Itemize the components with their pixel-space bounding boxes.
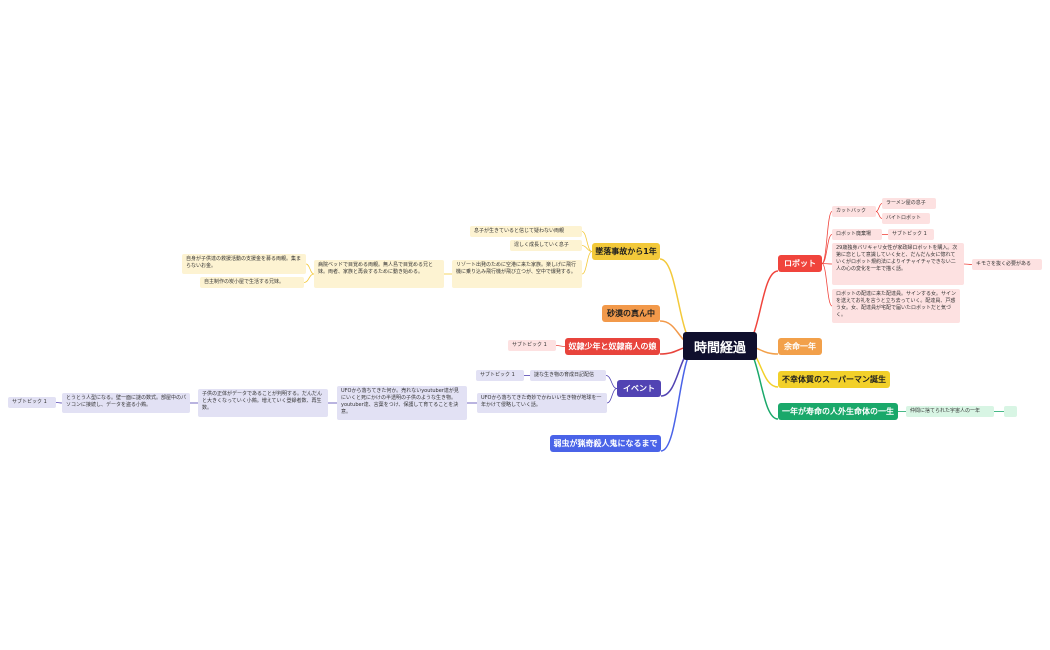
topic-tsuiraku[interactable]: 墜落事故から1年: [592, 243, 660, 260]
link-byoin-ryoshin: [305, 263, 315, 275]
tsuiraku-seicho[interactable]: 逞しく成長していく息子: [510, 240, 582, 251]
link-yowamushi: [660, 345, 698, 452]
link-event-nazo: [605, 375, 618, 389]
link-tsuiraku-seicho: [581, 245, 593, 252]
topic-dorei[interactable]: 奴隷少年と奴隷商人の娘: [565, 338, 660, 355]
link-robot-shukyo: [821, 234, 833, 264]
jumyo-uchujin[interactable]: 仲間に捨てられた宇宙人の一年: [906, 406, 994, 417]
event-ufo-sub[interactable]: サブトピック 1: [8, 397, 56, 408]
event-ufo-hitogata[interactable]: とうとう人型になる。壁一面に謎の数式。部屋中のパソコンに接続し、データを盗る小鶏…: [62, 393, 190, 413]
link-hitogata-sub: [55, 402, 63, 404]
link-cutback-baito: [875, 211, 883, 219]
event-nazo-sub[interactable]: サブトピック 1: [476, 370, 524, 381]
topic-yomei[interactable]: 余命一年: [778, 338, 822, 355]
link-wife-note: [963, 263, 973, 265]
root-node[interactable]: 時間経過: [683, 332, 757, 360]
tsuiraku-byoin[interactable]: 病院ベッドで目覚める両親。無人島で目覚める兄と妹。両者、家族と再会するために動き…: [314, 260, 444, 288]
topic-yowamushi[interactable]: 弱虫が猟奇殺人鬼になるまで: [550, 435, 661, 452]
event-ufo[interactable]: UFOから落ちてきた奇妙でかわいい生き物が地球を一年かけて侵略していく話。: [477, 393, 607, 413]
topic-superman[interactable]: 不幸体質のスーパーマン誕生: [778, 371, 890, 388]
robot-cutback-ramen[interactable]: ラーメン屋の息子: [882, 198, 936, 209]
topic-jumyo[interactable]: 一年が寿命の人外生命体の一生: [778, 403, 898, 420]
topic-event[interactable]: イベント: [617, 380, 661, 397]
tsuiraku-kyodai[interactable]: 自主制作の炭小屋で生活する兄妹。: [200, 277, 304, 288]
tsuiraku-ryoshin[interactable]: 自身が子供達の救援活動の支援金を募る両親。集まらないお金。: [182, 254, 306, 274]
robot-haitatsu-story[interactable]: ロボットの配達に来た配達員。サインする女。サインを送えてお礼を言うと立ち去ってい…: [832, 289, 960, 323]
link-robot-cutback: [821, 211, 833, 264]
robot-wife-note[interactable]: キモさを抜く必要がある: [972, 259, 1042, 270]
topic-sabaku[interactable]: 砂漠の真ん中: [602, 305, 660, 322]
link-tsuiraku-musuko: [581, 231, 593, 252]
link-byoin-kyodai: [303, 273, 315, 283]
jumyo-empty-leaf[interactable]: [1004, 406, 1017, 417]
robot-shukyo[interactable]: ロボット廃棄場: [832, 229, 882, 240]
robot-shukyo-sub[interactable]: サブトピック 1: [888, 229, 934, 240]
link-tsuiraku-resort: [581, 251, 593, 275]
event-nazo[interactable]: 謎な生き物の育成日記配信: [530, 370, 606, 381]
link-dorei-sub: [555, 345, 566, 347]
robot-cutback-baito[interactable]: バイトロボット: [882, 213, 930, 224]
robot-wife-story[interactable]: 29歳独身バリキャリ女性が家政婦ロボットを購入。次第に恋として意識していく女と、…: [832, 243, 964, 285]
link-event-ufo: [606, 388, 618, 404]
dorei-sub[interactable]: サブトピック 1: [508, 340, 556, 351]
event-ufo-youtuber[interactable]: UFOから落ちてきた何か。売れないyoutuber達が見にいくと死にかけの半透明…: [337, 386, 467, 420]
topic-robot[interactable]: ロボット: [778, 255, 822, 272]
link-robot-haitatsu: [821, 263, 833, 307]
tsuiraku-resort[interactable]: リゾート出発のために空港に来た家族。楽しげに飛行機に乗り込み飛行機が飛び立つが、…: [452, 260, 582, 288]
tsuiraku-musuko[interactable]: 息子が生きていると信じて疑わない両親: [470, 226, 582, 237]
event-ufo-data[interactable]: 子供の正体がデータであることが判明する。だんだんと大きくなっていく小鶏。増えてい…: [198, 389, 328, 417]
link-robot-wife: [821, 263, 833, 265]
robot-cutback[interactable]: カットバック: [832, 206, 876, 217]
